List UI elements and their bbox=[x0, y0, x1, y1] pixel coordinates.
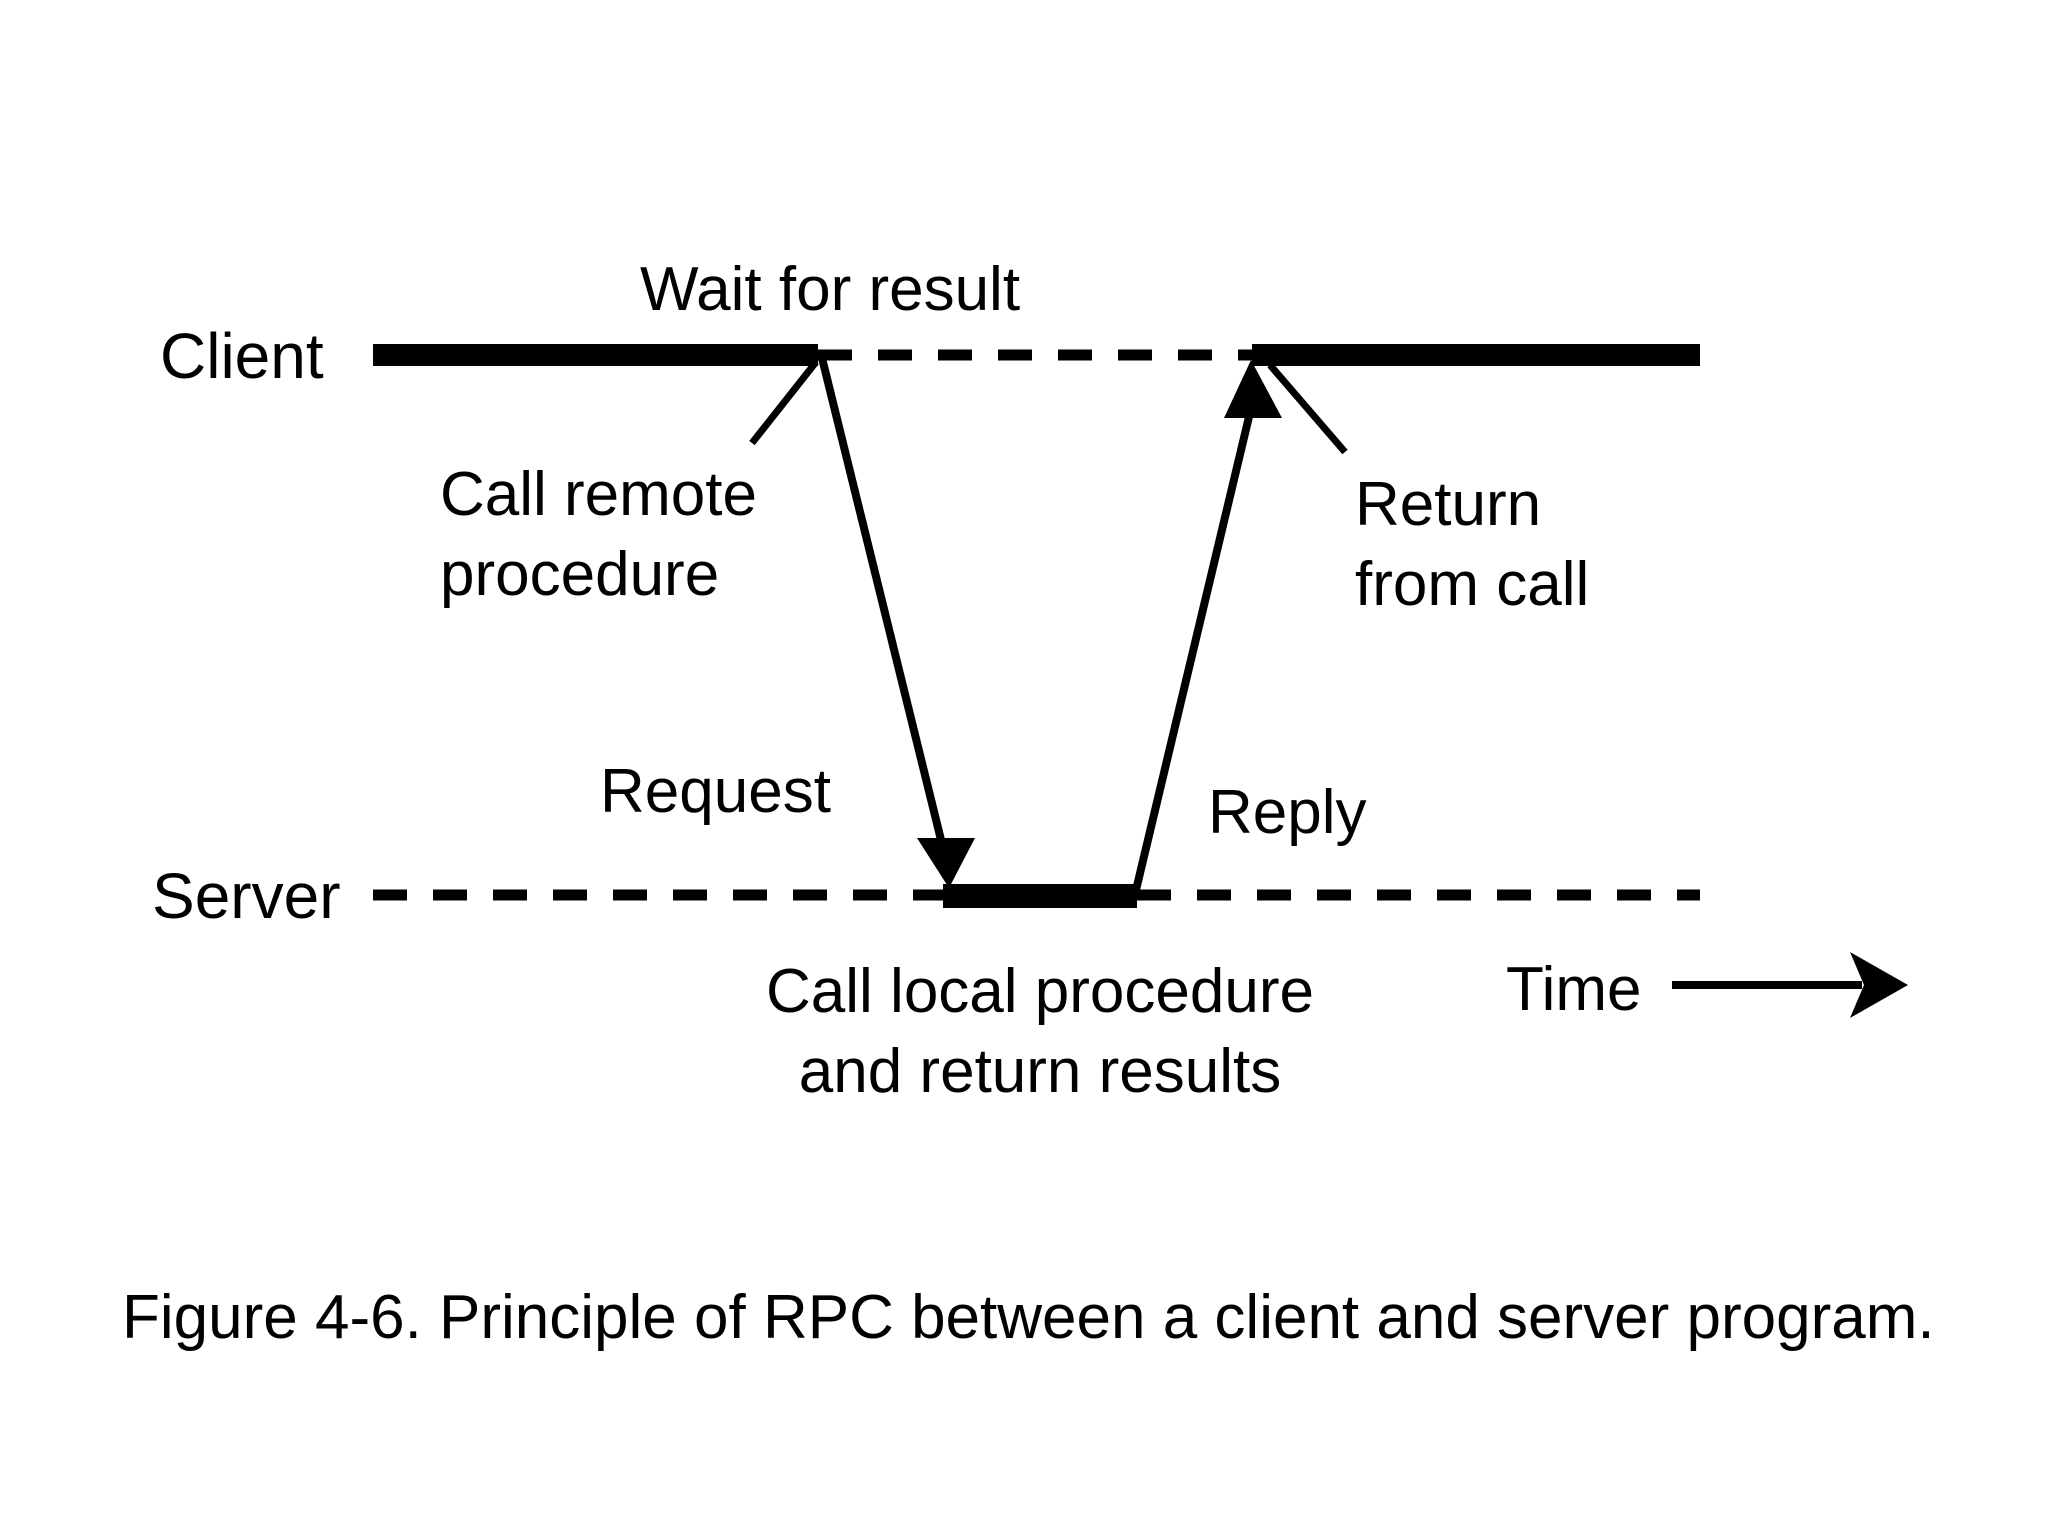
request-arrow-head bbox=[917, 838, 975, 888]
reply-arrow bbox=[1132, 360, 1282, 891]
reply-label: Reply bbox=[1208, 778, 1367, 847]
time-axis: Time bbox=[1506, 952, 1908, 1024]
server-active-segment bbox=[943, 884, 1137, 908]
reply-arrow-shaft bbox=[1132, 399, 1257, 891]
request-label: Request bbox=[600, 757, 831, 826]
call-remote-procedure-label-line1: Call remote bbox=[440, 460, 757, 529]
call-local-procedure-label-line2: and return results bbox=[799, 1037, 1281, 1106]
call-remote-procedure-label-line2: procedure bbox=[440, 540, 719, 609]
server-lane-label: Server bbox=[152, 860, 341, 932]
client-active-segment-before-call bbox=[373, 344, 818, 366]
return-from-call-label-line2: from call bbox=[1355, 550, 1589, 619]
request-arrow-shaft bbox=[818, 357, 948, 853]
figure-caption: Figure 4-6. Principle of RPC between a c… bbox=[122, 1283, 1935, 1352]
client-lane: Client bbox=[160, 320, 1700, 392]
return-from-call-label-line1: Return bbox=[1355, 470, 1541, 539]
call-remote-procedure-leader-line bbox=[749, 359, 819, 446]
client-active-segment-after-return bbox=[1252, 344, 1700, 366]
server-lane: Server bbox=[152, 860, 1700, 932]
call-local-procedure-label-line1: Call local procedure bbox=[766, 957, 1314, 1026]
client-lane-label: Client bbox=[160, 320, 324, 392]
reply-arrow-head bbox=[1224, 360, 1282, 418]
time-axis-arrow-icon bbox=[1850, 952, 1908, 1018]
return-from-call-leader-line bbox=[1267, 362, 1348, 455]
request-arrow bbox=[818, 357, 975, 888]
wait-for-result-label: Wait for result bbox=[640, 255, 1020, 324]
time-axis-label: Time bbox=[1506, 955, 1641, 1024]
